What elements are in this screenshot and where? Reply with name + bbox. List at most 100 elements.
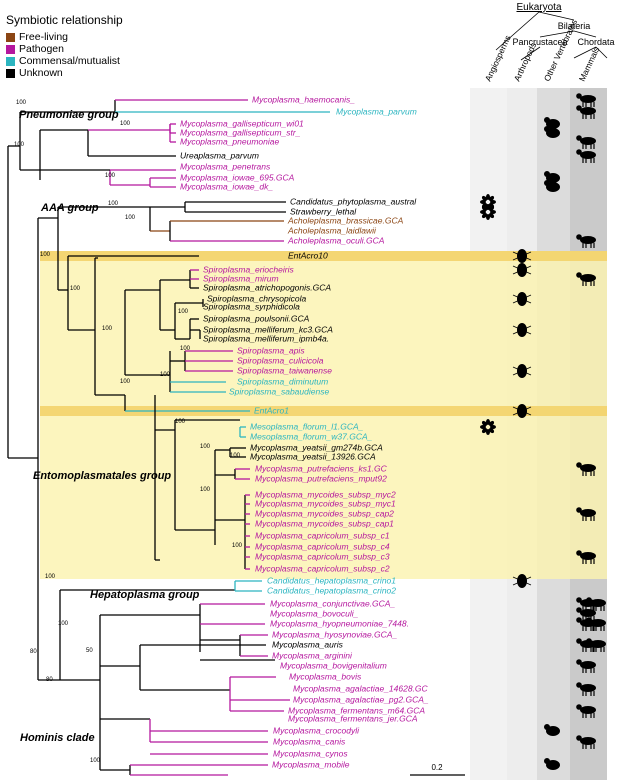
arthropod-icon [512,292,532,306]
mammal-head [576,735,582,741]
taxon-label: Mycoplasma_fermentans_m64.GCA [288,705,425,715]
legend-label-pathogen: Pathogen [19,43,64,55]
mammal-body [580,737,596,745]
bird-icon [544,171,560,183]
taxon-label: Mycoplasma_mycoides_subsp_myc1 [255,498,396,508]
mammal-body [580,706,596,714]
mammal-body [580,236,596,244]
legend-label-commensal: Commensal/mutualist [19,55,120,67]
host-tree-branch [595,46,608,59]
bootstrap-label: 100 [102,326,113,332]
bootstrap-label: 100 [200,487,211,493]
bootstrap-label: 100 [108,201,119,207]
bootstrap-label: 80 [30,649,37,655]
petal [490,425,496,429]
taxon-label: Ureaplasma_parvum [180,150,259,160]
mammal-icon [576,105,596,119]
mammal-icon [576,735,596,749]
petal [481,420,488,427]
host-tree-branch [538,11,575,21]
host-tree-chordata: Chordata [577,37,614,47]
mammal-icon [576,93,596,107]
entacro10-band [40,251,607,261]
mammal-head [576,462,582,468]
bootstrap-label: 50 [86,648,93,654]
taxon-label: Mycoplasma_canis [273,736,346,746]
taxon-label: Spiroplasma_atrichopogonis.GCA [203,282,331,292]
mammal-icon [586,617,606,631]
petal [488,195,495,202]
mammal-body [580,151,596,159]
taxon-label: Mesoplasma_florum_l1.GCA_ [250,421,364,431]
host-tree-bilateria: Bilateria [558,21,591,31]
taxon-label: Candidatus_hepatoplasma_crino1 [267,575,396,585]
host-tree-branch [495,11,540,51]
petal [480,425,486,429]
legend-swatch-free-living [6,32,15,42]
taxon-label: Mycoplasma_hyopneumoniae_7448. [270,618,409,628]
taxon-label: Mycoplasma_mycoides_subsp_cap2 [255,508,394,518]
group-label: Hepatoplasma group [90,589,200,601]
taxon-label: Acholeplasma_oculi.GCA [287,235,385,245]
bootstrap-label: 100 [70,286,81,292]
bird-head [544,758,550,764]
legend-item-free-living: Free-living [6,31,123,43]
bird-head [544,724,550,730]
taxon-label: Mycoplasma_mycoides_subsp_cap1 [255,518,394,528]
bootstrap-label: 100 [120,121,131,127]
taxon-label: Spiroplasma_melliferum_kc3.GCA [203,324,333,334]
taxon-label: Mycoplasma_mobile [272,759,350,769]
taxon-label: EntAcro1 [254,405,289,415]
mammal-head [576,597,582,603]
arthropod-icon [512,364,532,378]
legend-swatch-pathogen [6,44,15,54]
mammal-head [586,638,592,644]
legend: Symbiotic relationship Free-living Patho… [6,12,123,79]
host-column-label: Mammals [577,45,602,83]
mammal-body [580,661,596,669]
taxon-label: Mycoplasma_crocodyli [273,725,360,735]
taxon-label: Spiroplasma_melliferum_ipmb4a. [203,333,329,343]
taxon-label: Mycoplasma_penetrans [180,161,271,171]
mammal-head [576,682,582,688]
legend-title: Symbiotic relationship [6,13,123,27]
host-tree-branch [573,30,597,38]
petal [486,419,490,425]
mammal-head [576,507,582,513]
taxon-label: Mycoplasma_capricolum_subsp_c3 [255,551,390,561]
mammal-icon [576,682,596,696]
taxon-label: Spiroplasma_diminutum [237,376,328,386]
group-label: AAA group [40,202,99,214]
bootstrap-label: 100 [120,379,131,385]
bootstrap-label: 100 [40,252,51,258]
petal [488,205,495,212]
taxon-label: Mycoplasma_mycoides_subsp_myc2 [255,489,396,499]
taxon-label: Spiroplasma_culicicola [237,355,324,365]
bird-head [544,180,550,186]
taxon-label: Mycoplasma_fermentans_jer.GCA [288,713,418,723]
legend-item-commensal: Commensal/mutualist [6,55,123,67]
taxon-label: Mycoplasma_agalactiae_pg2.GCA_ [293,694,429,704]
bird-head [544,171,550,177]
taxon-label: Mycoplasma_arginini [272,650,353,660]
petal [490,210,496,214]
mammal-icon [576,135,596,149]
taxon-label: Mycoplasma_putrefaciens_mput92 [255,473,387,483]
mammal-head [576,149,582,155]
bootstrap-label: 100 [125,215,136,221]
mammal-icon [576,462,596,476]
taxon-label: Mycoplasma_yeatsii_gm274b.GCA [250,442,383,452]
petal [486,429,490,435]
taxon-label: Mycoplasma_hyosynoviae.GCA_ [272,629,397,639]
mammal-head [586,597,592,603]
mammal-body [580,684,596,692]
petal [481,205,488,212]
arthropod-leg [512,265,532,275]
host-tree-pancrustacea: Pancrustacea [512,37,567,47]
plant-icon [480,419,496,435]
mammal-body [580,95,596,103]
arthropod-leg [512,251,532,261]
petal [486,214,490,220]
mammal-body [580,107,596,115]
host-tree-branch [573,46,597,59]
